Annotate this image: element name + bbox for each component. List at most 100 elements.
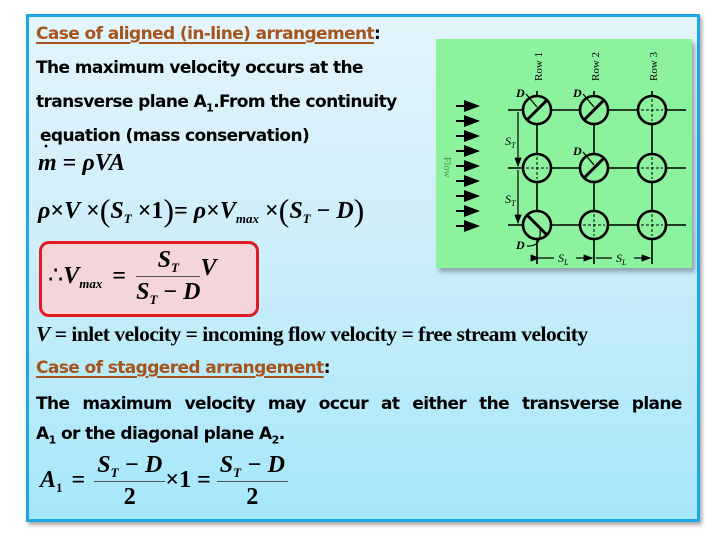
heading-colon: : [323,358,331,378]
a: A [36,424,49,444]
s: S [219,452,234,478]
svg-text:D: D [572,144,582,158]
s: S [136,279,150,306]
word: may [267,394,307,414]
word: either [412,394,467,414]
times: × [137,198,152,224]
vmax-fraction: ST ST − D [136,247,201,308]
word: plane [631,394,683,414]
aligned-line-1: The maximum velocity occurs at the [36,58,364,78]
minus-d: − D [118,452,163,478]
staggered-heading-line: Case of staggered arrangement: [36,358,331,378]
svg-text:D: D [572,86,582,100]
a: A [40,466,57,493]
aligned-heading-line: Case of aligned (in-line) arrangement: [36,24,381,44]
rho: ρ [193,198,207,224]
one: 1 [151,198,164,224]
s: S [157,247,171,273]
equals: = [112,262,127,289]
mdot: · m [38,136,57,177]
heading-colon: : [374,24,381,44]
aligned-line-2: transverse plane A1.From the continuity [36,92,397,114]
sub-t: T [302,211,311,226]
sub-t: T [149,292,158,308]
times-one: ×1 [165,466,192,493]
numerator: ST − D [216,452,288,483]
st-label-1: ST [505,134,516,150]
svg-text:D: D [515,238,525,252]
svg-text:Row 1: Row 1 [533,52,545,81]
paren-open: ( [278,192,290,228]
line2-mid: or the diagonal plane A [55,424,272,444]
word: velocity [184,394,256,414]
line2-pre: transverse plane A [36,92,207,112]
minus: − [157,279,184,306]
v: V [200,254,217,281]
staggered-line-1: The maximum velocity may occur at either… [36,394,682,414]
paren-open: ( [99,192,111,228]
v: V [219,198,236,224]
flow-arrows [456,100,480,232]
d: D [183,279,201,306]
row-labels: Row 1 Row 2 Row 3 [533,51,660,81]
sub-t: T [170,260,179,275]
minus: − [316,198,331,224]
line2-sub: 1 [206,101,214,115]
word: the [479,394,510,414]
a1-fraction-2: ST − D 2 [216,452,288,511]
times: × [50,198,65,224]
svg-text:D: D [515,86,525,100]
vmax-equation: ∴Vmax = ST ST − D V [48,247,216,308]
rho-v-a: ρVA [82,150,125,176]
velocity-definition: V = inlet velocity = incoming flow veloc… [36,322,588,347]
staggered-heading: Case of staggered arrangement [36,358,324,378]
s: S [97,452,111,478]
svg-text:Row 2: Row 2 [590,52,602,81]
equals: = [197,466,211,493]
minus-d: − D [241,452,285,478]
times: × [86,198,100,224]
a1-fraction-1: ST − D 2 [94,452,166,511]
sl-label-1: SL [558,251,569,267]
flow-label: Flow [441,157,452,178]
paren-close: ) [353,192,365,228]
tube-bank-diagram: Flow Row 1 Row 2 Row 3 [436,39,692,268]
sub-1: 1 [48,433,57,447]
times: × [206,198,220,224]
svg-text:Row 3: Row 3 [648,51,660,81]
vmax-result-box [39,241,259,317]
v-symbol: V [36,322,50,346]
sl-label-2: SL [616,251,627,267]
dot-symbol: · [43,136,50,156]
definition-text: = inlet velocity = incoming flow velocit… [49,322,588,346]
word: maximum [82,394,172,414]
v: V [64,198,81,224]
period: . [278,424,285,444]
staggered-line-2: A1 or the diagonal plane A2. [36,424,285,446]
times: × [264,198,279,224]
inline-tube-bank-figure: Flow Row 1 Row 2 Row 3 [441,51,686,267]
v: V [63,262,80,289]
a1-equation: A1 = ST − D 2 ×1 = ST − D 2 [40,452,288,511]
d: D [336,198,354,224]
sub-t: T [110,465,119,480]
numerator: ST − D [94,452,166,483]
denominator: ST − D [136,277,200,307]
sub-max: max [79,275,103,291]
d-labels: D D D D [515,86,582,252]
diameter-marks [525,98,606,237]
rho: ρ [38,198,51,224]
sub-1: 1 [56,479,63,495]
word: at [381,394,400,414]
sub-t: T [123,211,132,226]
mass-flow-equation: · m = ρVA [38,136,125,177]
equals: = [71,466,86,493]
word: occur [318,394,369,414]
line2-post: .From the continuity [213,92,397,112]
continuity-equation: ρ×V ×(ST ×1)= ρ×Vmax ×(ST − D) [38,192,364,229]
word: The [36,394,70,414]
aligned-heading: Case of aligned (in-line) arrangement [36,24,375,44]
denominator: 2 [123,484,136,511]
sub-t: T [233,465,242,480]
aligned-line-3: equation (mass conservation) [40,126,310,146]
